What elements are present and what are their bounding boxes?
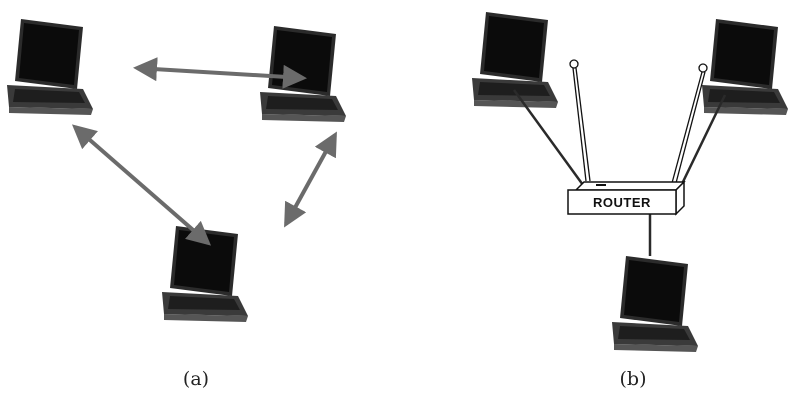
- laptop-icon: [7, 19, 93, 115]
- laptop-icon: [260, 26, 346, 122]
- caption-a: (a): [182, 368, 210, 390]
- cable: [678, 94, 727, 189]
- laptop-icon: [472, 12, 558, 108]
- antenna-icon: [569, 59, 591, 182]
- arrow-right: [284, 131, 337, 228]
- laptop-icon: [702, 19, 788, 115]
- panel-b: ROUTER: [472, 12, 788, 352]
- laptop-icon: [612, 256, 698, 352]
- arrow-top: [133, 57, 307, 89]
- panel-a: [7, 19, 346, 322]
- arrow-left: [71, 124, 212, 246]
- router-icon: ROUTER: [567, 180, 686, 216]
- router-label: ROUTER: [593, 195, 651, 210]
- caption-b: (b): [619, 368, 647, 390]
- antenna-icon: [671, 63, 708, 184]
- cable: [512, 89, 585, 186]
